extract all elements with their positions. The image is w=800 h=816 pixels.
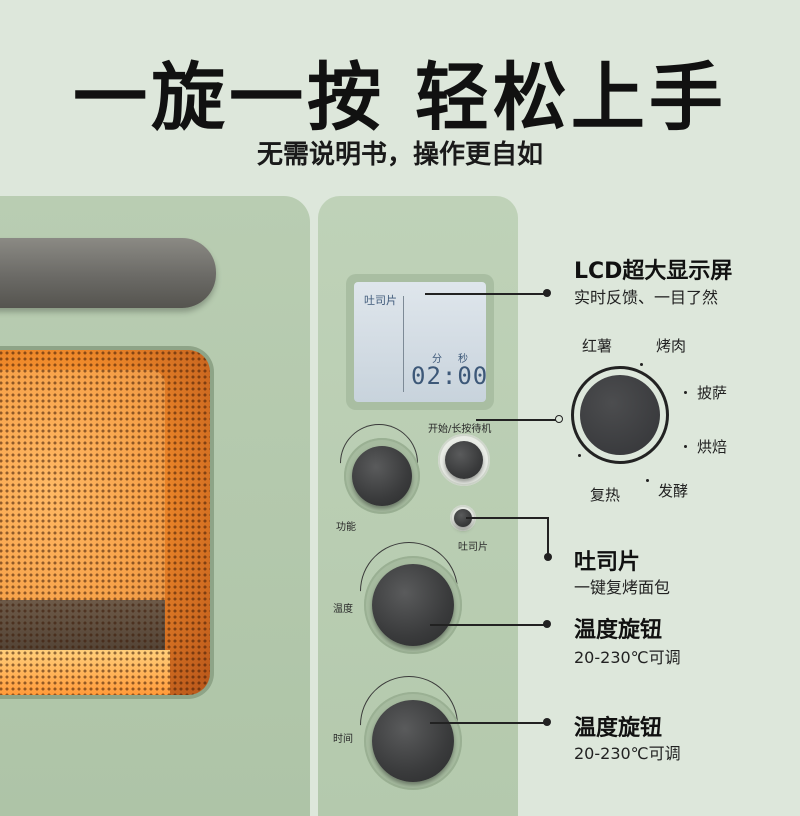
dial-option-pizza: 披萨: [697, 384, 728, 402]
lcd-mode-label: 吐司片: [364, 294, 397, 307]
lcd-callout-dot: [543, 289, 551, 297]
lcd-annotation-title: LCD超大显示屏: [574, 259, 733, 284]
toast-annotation-subtitle: 一键复烤面包: [574, 578, 671, 597]
start-callout-line: [476, 419, 558, 421]
toast-annotation-title: 吐司片: [574, 550, 641, 575]
dial-option-roast-meat: 烤肉: [656, 337, 687, 355]
dial-option-reheat: 复热: [590, 486, 621, 504]
lcd-annotation-subtitle: 实时反馈、一目了然: [574, 288, 719, 307]
lcd-time: 02:00: [411, 362, 489, 390]
dial-option-sweet-potato: 红薯: [582, 337, 613, 355]
dial-tick-dot: [646, 479, 649, 482]
dial-tick-dot: [640, 363, 643, 366]
function-knob-label: 功能: [336, 522, 356, 533]
toast-callout-dot: [544, 553, 552, 561]
toast-callout-line-h: [466, 517, 548, 519]
temperature-callout-dot: [543, 620, 551, 628]
temperature-knob-label: 温度: [333, 604, 353, 615]
window-mesh: [0, 350, 210, 695]
time-callout-line: [430, 722, 546, 724]
toast-callout-line-v: [547, 517, 549, 557]
temperature-knob[interactable]: [372, 564, 454, 646]
start-button-label: 开始/长按待机: [428, 424, 492, 435]
oven-door-handle[interactable]: [0, 238, 216, 308]
lcd-minute-label: 分: [432, 354, 442, 365]
temperature-annotation-title: 温度旋钮: [574, 618, 663, 643]
page-title: 一旋一按 轻松上手: [73, 55, 727, 141]
toast-button-label: 吐司片: [458, 542, 488, 553]
toast-button[interactable]: [454, 509, 472, 527]
temperature-annotation-subtitle: 20-230℃可调: [574, 648, 681, 667]
time-annotation-subtitle: 20-230℃可调: [574, 744, 681, 763]
dial-option-ferment: 发酵: [658, 482, 689, 500]
dial-tick-dot: [684, 445, 687, 448]
lcd-divider: [403, 296, 404, 392]
dial-option-baking: 烘焙: [697, 438, 728, 456]
start-callout-endpoint: [555, 415, 563, 423]
oven-window: [0, 346, 214, 699]
time-annotation-title: 温度旋钮: [574, 716, 663, 741]
function-dial-ring: [571, 366, 669, 464]
function-dial: [580, 375, 660, 455]
dial-tick-dot: [684, 391, 687, 394]
temperature-callout-line: [430, 624, 546, 626]
lcd-second-label: 秒: [458, 354, 468, 365]
dial-tick-dot: [578, 454, 581, 457]
time-knob[interactable]: [372, 700, 454, 782]
time-callout-dot: [543, 718, 551, 726]
function-knob[interactable]: [352, 446, 412, 506]
page-subtitle: 无需说明书，操作更自如: [256, 140, 543, 170]
time-knob-label: 时间: [333, 734, 353, 745]
start-button[interactable]: [445, 441, 483, 479]
lcd-callout-line: [425, 293, 547, 295]
lcd-display: [354, 282, 486, 402]
